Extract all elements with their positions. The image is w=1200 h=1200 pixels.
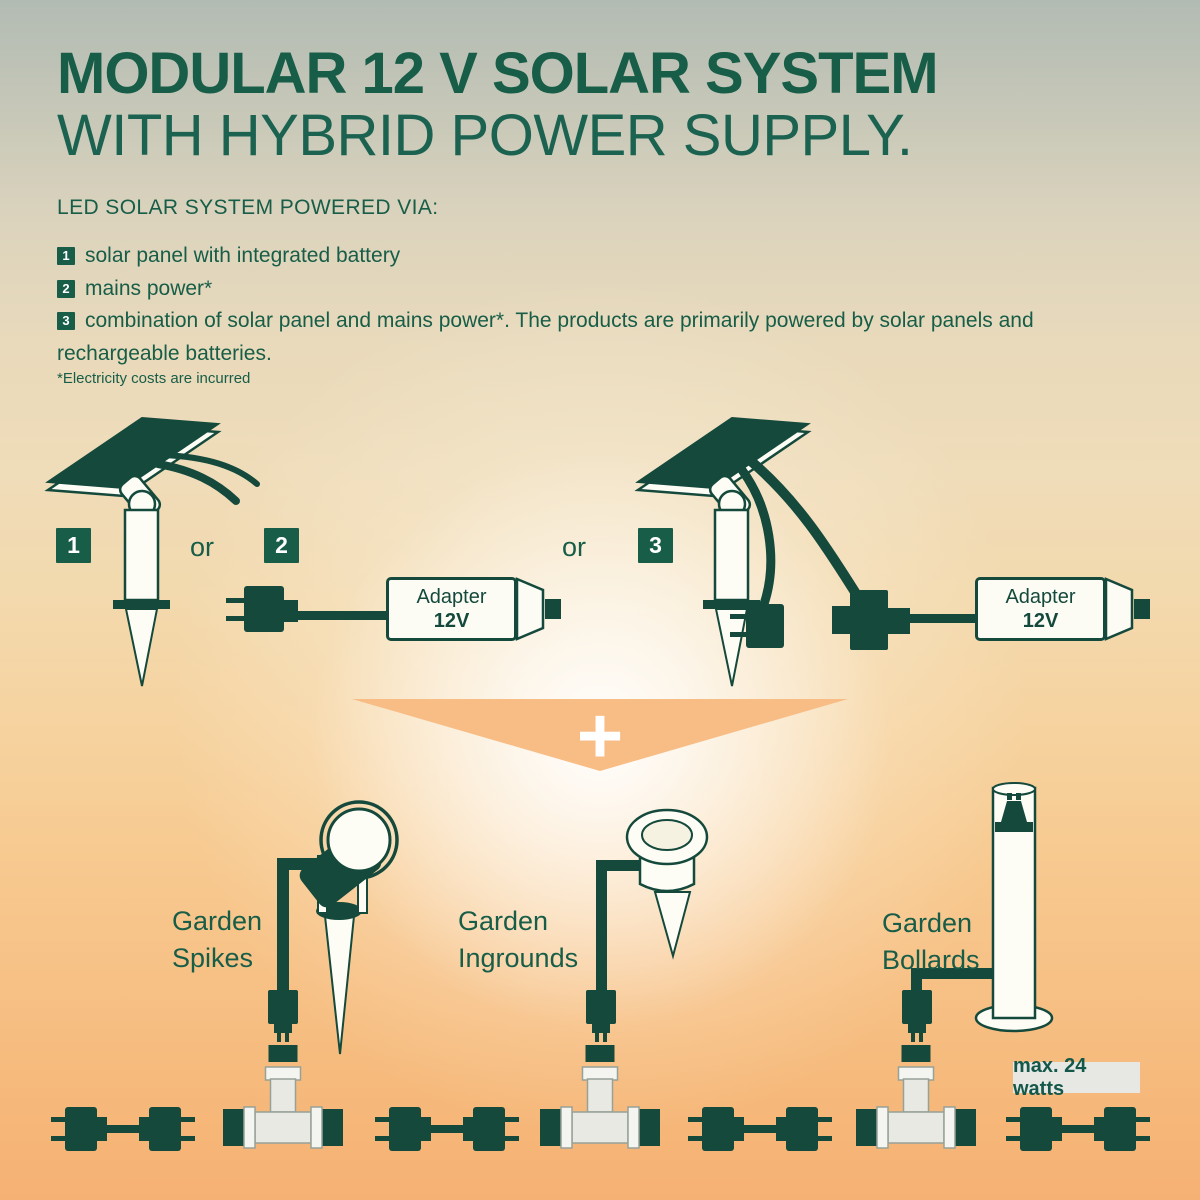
label-garden-ingrounds-line2: Ingrounds (458, 943, 579, 973)
or-label-1: or (190, 532, 215, 562)
label-garden-bollards: Garden Bollards (882, 905, 980, 979)
or-label-2: or (562, 532, 587, 562)
label-garden-ingrounds: Garden Ingrounds (458, 903, 578, 977)
list-item-2: 2 mains power* (57, 273, 1157, 306)
page-title-line1: MODULAR 12 V SOLAR SYSTEM (57, 41, 939, 106)
label-garden-bollards-line1: Garden (882, 908, 973, 938)
diagram-badge-2: 2 (264, 528, 299, 563)
adapter-2-voltage: 12V (1022, 610, 1059, 632)
adapter-1-voltage: 12V (433, 610, 470, 632)
label-garden-ingrounds-line1: Garden (458, 906, 549, 936)
label-garden-spikes: Garden Spikes (172, 903, 262, 977)
adapter-1-name: Adapter (416, 586, 487, 608)
plus-sign: + (576, 691, 624, 780)
adapter-2: Adapter 12V (975, 577, 1106, 641)
adapter-1: Adapter 12V (386, 577, 517, 641)
page-title-line2: WITH HYBRID POWER SUPPLY. (57, 103, 913, 168)
list-text-2: mains power* (85, 276, 213, 300)
list-badge-3: 3 (57, 312, 75, 330)
label-garden-spikes-line2: Spikes (172, 943, 254, 973)
list-badge-2: 2 (57, 279, 75, 298)
list-badge-1: 1 (57, 247, 75, 265)
diagram-badge-1: 1 (56, 528, 91, 563)
footnote: *Electricity costs are incurred (57, 370, 251, 387)
adapter-2-name: Adapter (1005, 586, 1076, 608)
power-options-list: 1 solar panel with integrated battery 2 ma… (57, 240, 1157, 370)
diagram-badge-3: 3 (638, 528, 673, 563)
intro-heading: LED SOLAR SYSTEM POWERED VIA: (57, 196, 439, 219)
label-garden-spikes-line1: Garden (172, 906, 263, 936)
list-text-3: combination of solar panel and mains pow… (57, 309, 1034, 365)
max-watts-badge: max. 24 watts (1013, 1055, 1140, 1100)
label-garden-bollards-line2: Bollards (882, 945, 980, 975)
list-item-1: 1 solar panel with integrated battery (57, 240, 1157, 273)
list-text-1: solar panel with integrated battery (85, 244, 401, 267)
